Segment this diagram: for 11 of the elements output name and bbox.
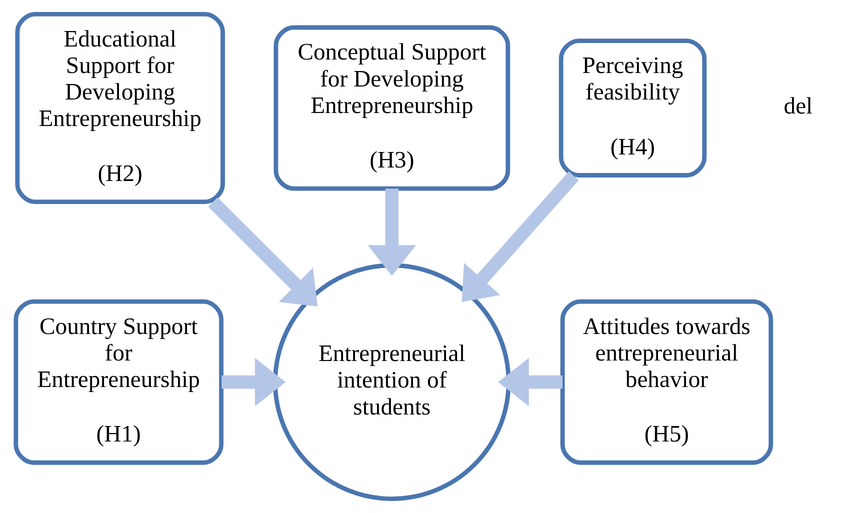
node-box: Perceiving feasibility (H4) bbox=[558, 38, 707, 178]
arrow bbox=[498, 358, 563, 406]
arrow bbox=[222, 358, 286, 406]
label: del bbox=[784, 94, 813, 120]
node-box: Educational Support for Developing Entrepreneurship (H2) bbox=[15, 12, 225, 204]
arrow bbox=[208, 197, 318, 306]
arrow bbox=[462, 171, 579, 302]
arrow bbox=[368, 188, 416, 276]
node-box: Attitudes towards entrepreneurial behavior (H5) bbox=[560, 299, 774, 465]
node-box: Country Support for Entrepreneurship (H1) bbox=[14, 299, 224, 465]
node-box: Conceptual Support for Developing Entrepreneurship (H3) bbox=[274, 25, 510, 191]
